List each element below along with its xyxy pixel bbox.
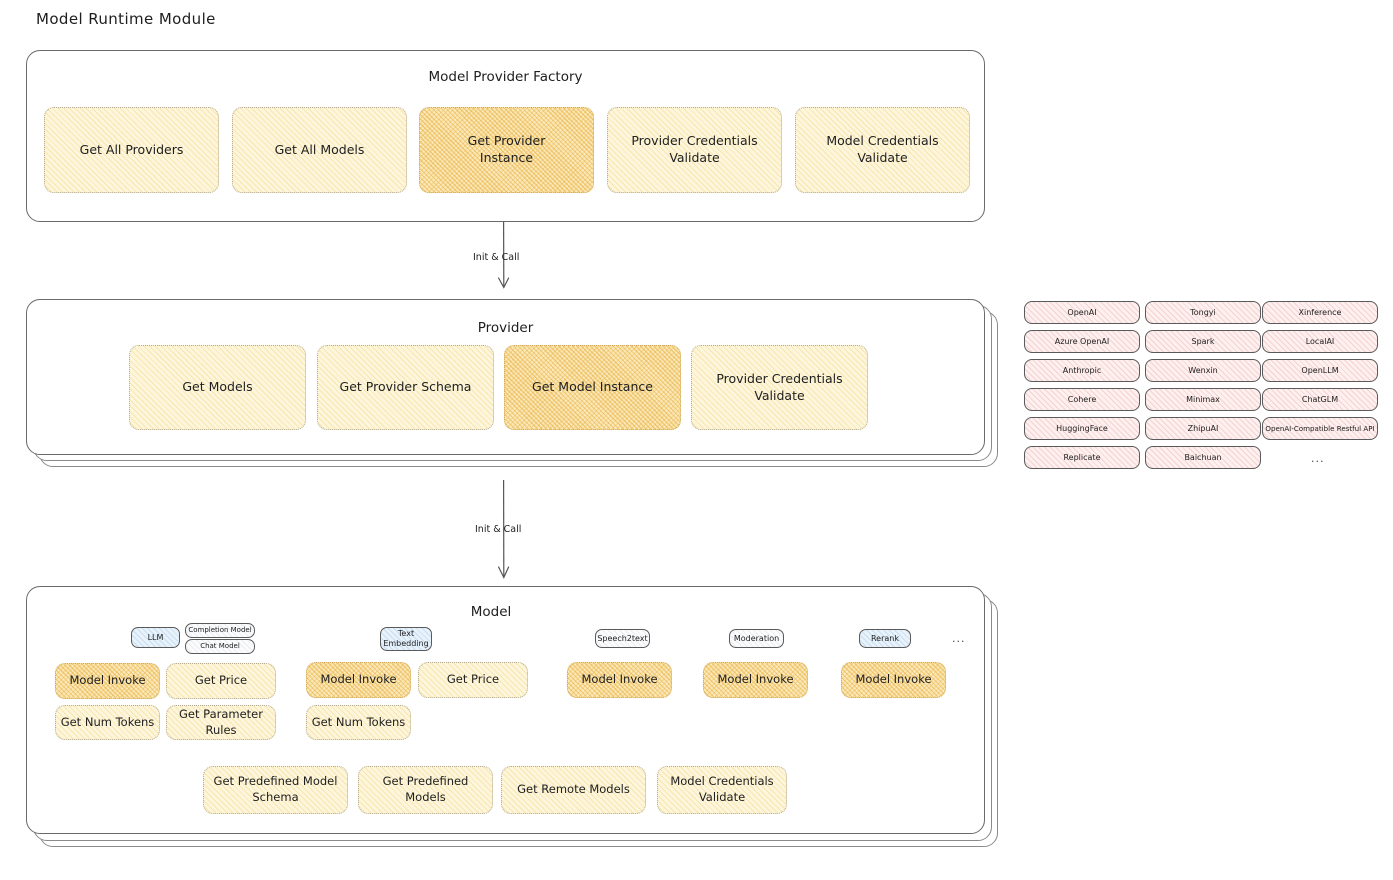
provider-box-provider-credentials-validate[interactable]: Provider Credentials Validate [691,345,868,430]
factory-box-get-all-providers[interactable]: Get All Providers [44,107,219,193]
model-type-tag-rerank[interactable]: Rerank [859,629,911,648]
provider-chip-openai-compatible-restful-api[interactable]: OpenAI-Compatible Restful API [1262,417,1378,440]
model-type-tag-llm[interactable]: LLM [131,627,180,648]
provider-chip-cohere[interactable]: Cohere [1024,388,1140,411]
provider-chip-zhipuai[interactable]: ZhipuAI [1145,417,1261,440]
model-method-moderation-model-invoke[interactable]: Model Invoke [703,662,808,698]
provider-title: Provider [477,320,534,336]
provider-chip-xinference[interactable]: Xinference [1262,301,1378,324]
provider-chip-huggingface[interactable]: HuggingFace [1024,417,1140,440]
model-types-ellipsis: ... [952,632,966,645]
factory-box-provider-credentials-validate[interactable]: Provider Credentials Validate [607,107,782,193]
provider-chip-replicate[interactable]: Replicate [1024,446,1140,469]
model-type-tag-speech2text[interactable]: Speech2text [595,629,650,648]
model-shared-get-predefined-models[interactable]: Get Predefined Models [358,766,493,814]
provider-chip-azure-openai[interactable]: Azure OpenAI [1024,330,1140,353]
model-subtag-completion-model[interactable]: Completion Model [185,623,255,638]
model-method-text-embedding-get-price[interactable]: Get Price [418,662,528,698]
factory-box-get-all-models[interactable]: Get All Models [232,107,407,193]
provider-box-get-model-instance[interactable]: Get Model Instance [504,345,681,430]
page-title: Model Runtime Module [36,10,216,28]
provider-chip-spark[interactable]: Spark [1145,330,1261,353]
model-provider-factory-title: Model Provider Factory [428,69,583,85]
provider-chip-tongyi[interactable]: Tongyi [1145,301,1261,324]
model-title: Model [470,604,512,620]
model-method-speech2text-model-invoke[interactable]: Model Invoke [567,662,672,698]
provider-box-get-models[interactable]: Get Models [129,345,306,430]
model-method-text-embedding-get-num-tokens[interactable]: Get Num Tokens [306,705,411,740]
provider-chip-baichuan[interactable]: Baichuan [1145,446,1261,469]
provider-chip-anthropic[interactable]: Anthropic [1024,359,1140,382]
model-type-tag-text-embedding[interactable]: Text Embedding [380,627,432,651]
model-shared-get-remote-models[interactable]: Get Remote Models [501,766,646,814]
provider-chip-chatglm[interactable]: ChatGLM [1262,388,1378,411]
provider-chip-wenxin[interactable]: Wenxin [1145,359,1261,382]
model-method-rerank-model-invoke[interactable]: Model Invoke [841,662,946,698]
arrow-label-init-call-1: Init & Call [473,252,520,263]
factory-box-model-credentials-validate[interactable]: Model Credentials Validate [795,107,970,193]
model-method-llm-model-invoke[interactable]: Model Invoke [55,663,160,699]
provider-chip-localai[interactable]: LocalAI [1262,330,1378,353]
arrow-provider-to-model [498,480,510,579]
model-method-llm-get-price[interactable]: Get Price [166,663,276,699]
arrow-label-init-call-2: Init & Call [475,524,522,535]
model-type-tag-moderation[interactable]: Moderation [729,629,784,648]
model-method-llm-get-parameter-rules[interactable]: Get Parameter Rules [166,705,276,740]
model-shared-model-credentials-validate[interactable]: Model Credentials Validate [657,766,787,814]
factory-box-get-provider-instance[interactable]: Get Provider Instance [419,107,594,193]
provider-box-get-provider-schema[interactable]: Get Provider Schema [317,345,494,430]
provider-chip-minimax[interactable]: Minimax [1145,388,1261,411]
model-method-text-embedding-model-invoke[interactable]: Model Invoke [306,662,411,698]
model-method-llm-get-num-tokens[interactable]: Get Num Tokens [55,705,160,740]
provider-chip-openllm[interactable]: OpenLLM [1262,359,1378,382]
arrow-factory-to-provider [498,222,510,289]
model-shared-get-predefined-model-schema[interactable]: Get Predefined Model Schema [203,766,348,814]
model-subtag-chat-model[interactable]: Chat Model [185,639,255,654]
provider-chip-openai[interactable]: OpenAI [1024,301,1140,324]
provider-list-ellipsis: ... [1311,452,1325,465]
